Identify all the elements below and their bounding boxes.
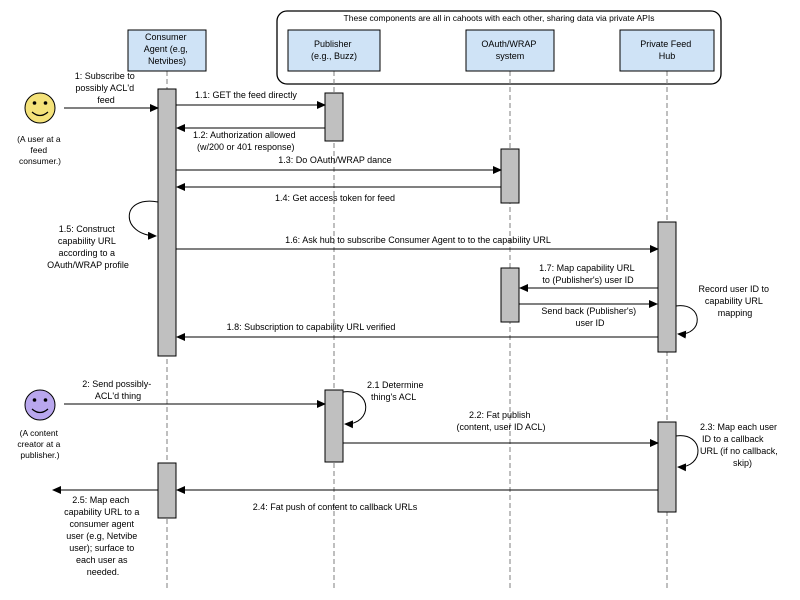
hub-activation-2: [657, 421, 677, 513]
publisher-activation-1: [324, 92, 344, 142]
smiley-face-icon: [24, 92, 56, 124]
smiley-face-icon: [24, 389, 56, 421]
actor-creator: (A content creator at a publisher.): [17, 389, 62, 460]
participant-consumer-label: Consumer Agent (e.g, Netvibes): [144, 32, 191, 66]
consumer-activation-1: [157, 88, 177, 357]
message-1-8-label: 1.8: Subscription to capability URL veri…: [227, 322, 396, 332]
message-1-2-label: 1.2: Authorization allowed (w/200 or 401…: [193, 130, 298, 152]
message-2-1-loop: [342, 391, 367, 429]
message-1-1-label: 1.1: GET the feed directly: [195, 90, 297, 100]
message-2-4-label: 2.4: Fat push of content to callback URL…: [253, 502, 418, 512]
message-1-5-loop: [128, 200, 159, 240]
hub-activation-1: [657, 221, 677, 353]
message-2-3-label: 2.3: Map each user ID to a callback URL …: [700, 422, 780, 468]
message-1-label: 1: Subscribe to possibly ACL'd feed: [75, 71, 138, 105]
participant-oauth: OAuth/WRAP system: [465, 29, 555, 72]
participant-hub-label: Private Feed Hub: [640, 39, 694, 61]
record-label: Record user ID to capability URL mapping: [698, 284, 771, 318]
participant-publisher-label: Publisher (e.g., Buzz): [311, 39, 357, 61]
message-2-label: 2: Send possibly- ACL'd thing: [82, 379, 154, 401]
consumer-activation-2: [157, 462, 177, 519]
message-1-7-reply-label: Send back (Publisher's) user ID: [541, 306, 638, 328]
record-loop: [675, 305, 698, 339]
message-1-7-label: 1.7: Map capability URL to (Publisher's)…: [539, 263, 637, 285]
message-1-5-label: 1.5: Construct capability URL according …: [47, 224, 129, 270]
message-2-1-label: 2.1 Determine thing's ACL: [367, 380, 426, 402]
actor-user: (A user at a feed consumer.): [17, 92, 63, 166]
oauth-activation-1: [500, 148, 520, 204]
message-1-4-label: 1.4: Get access token for feed: [275, 193, 395, 203]
message-2-5-label: 2.5: Map each capability URL to a consum…: [64, 495, 142, 577]
message-1-6-label: 1.6: Ask hub to subscribe Consumer Agent…: [285, 235, 551, 245]
private-components-group: [276, 10, 722, 85]
publisher-activation-2: [324, 389, 344, 463]
actor-user-caption: (A user at a feed consumer.): [17, 134, 63, 166]
participant-consumer: Consumer Agent (e.g, Netvibes): [127, 29, 207, 72]
group-label: These components are all in cahoots with…: [344, 13, 655, 23]
oauth-activation-2: [500, 267, 520, 323]
participant-hub: Private Feed Hub: [619, 29, 715, 72]
actor-creator-caption: (A content creator at a publisher.): [17, 428, 62, 460]
message-2-3-loop: [675, 435, 699, 472]
message-2-2-label: 2.2: Fat publish (content, user ID ACL): [456, 410, 545, 432]
participant-publisher: Publisher (e.g., Buzz): [287, 29, 381, 72]
message-1-3-label: 1.3: Do OAuth/WRAP dance: [278, 155, 391, 165]
participant-oauth-label: OAuth/WRAP system: [481, 39, 538, 61]
